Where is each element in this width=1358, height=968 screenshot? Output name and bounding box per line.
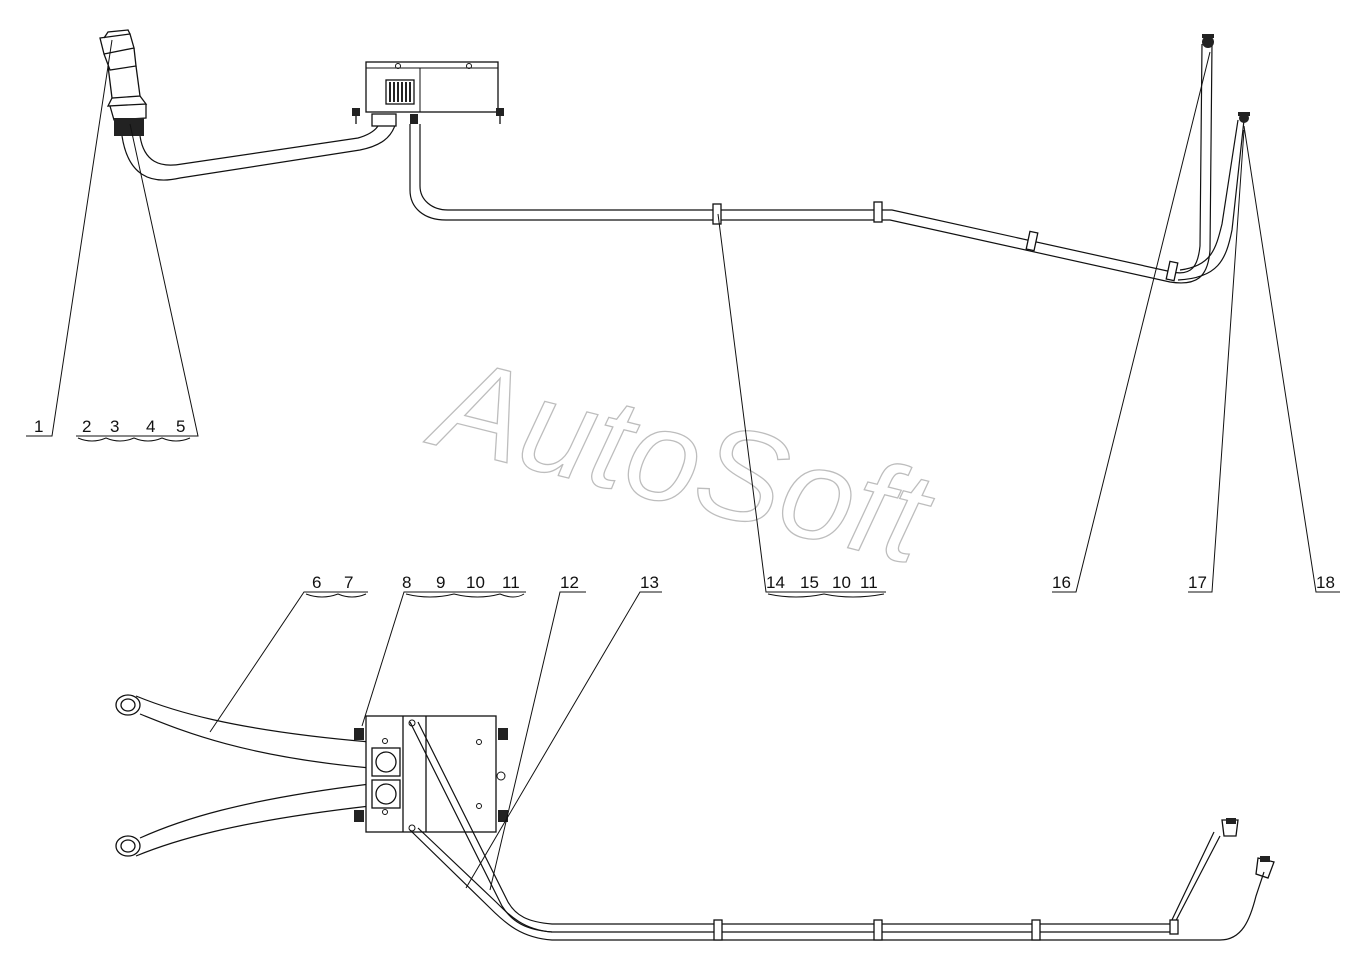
callout-10-a: 10 <box>466 573 485 592</box>
callout-1: 1 <box>34 417 43 436</box>
top-view <box>99 29 1250 284</box>
filler-neck <box>99 29 148 136</box>
callout-15: 15 <box>800 573 819 592</box>
callout-10-b: 10 <box>832 573 851 592</box>
distribution-block <box>354 715 508 833</box>
callout-11-a: 11 <box>502 573 520 592</box>
fuel-tank <box>352 61 504 127</box>
callout-2: 2 <box>82 417 91 436</box>
leader-lines <box>26 39 1340 891</box>
filler-hose <box>121 121 397 181</box>
callout-4: 4 <box>146 417 155 436</box>
callout-14: 14 <box>766 573 785 592</box>
bottom-view <box>115 694 1275 941</box>
callout-9: 9 <box>436 573 445 592</box>
callout-16: 16 <box>1052 573 1071 592</box>
callout-7: 7 <box>344 573 353 592</box>
callout-12: 12 <box>560 573 579 592</box>
callouts: 1 2 3 4 5 6 7 8 9 10 11 12 13 14 15 10 1… <box>34 417 1335 592</box>
watermark: AutoSoft <box>416 327 947 592</box>
callout-8: 8 <box>402 573 411 592</box>
supply-line <box>409 43 1213 284</box>
callout-6: 6 <box>312 573 321 592</box>
callout-18: 18 <box>1316 573 1335 592</box>
callout-13: 13 <box>640 573 659 592</box>
callout-5: 5 <box>176 417 185 436</box>
callout-3: 3 <box>110 417 119 436</box>
callout-17: 17 <box>1188 573 1207 592</box>
callout-11-b: 11 <box>860 573 878 592</box>
